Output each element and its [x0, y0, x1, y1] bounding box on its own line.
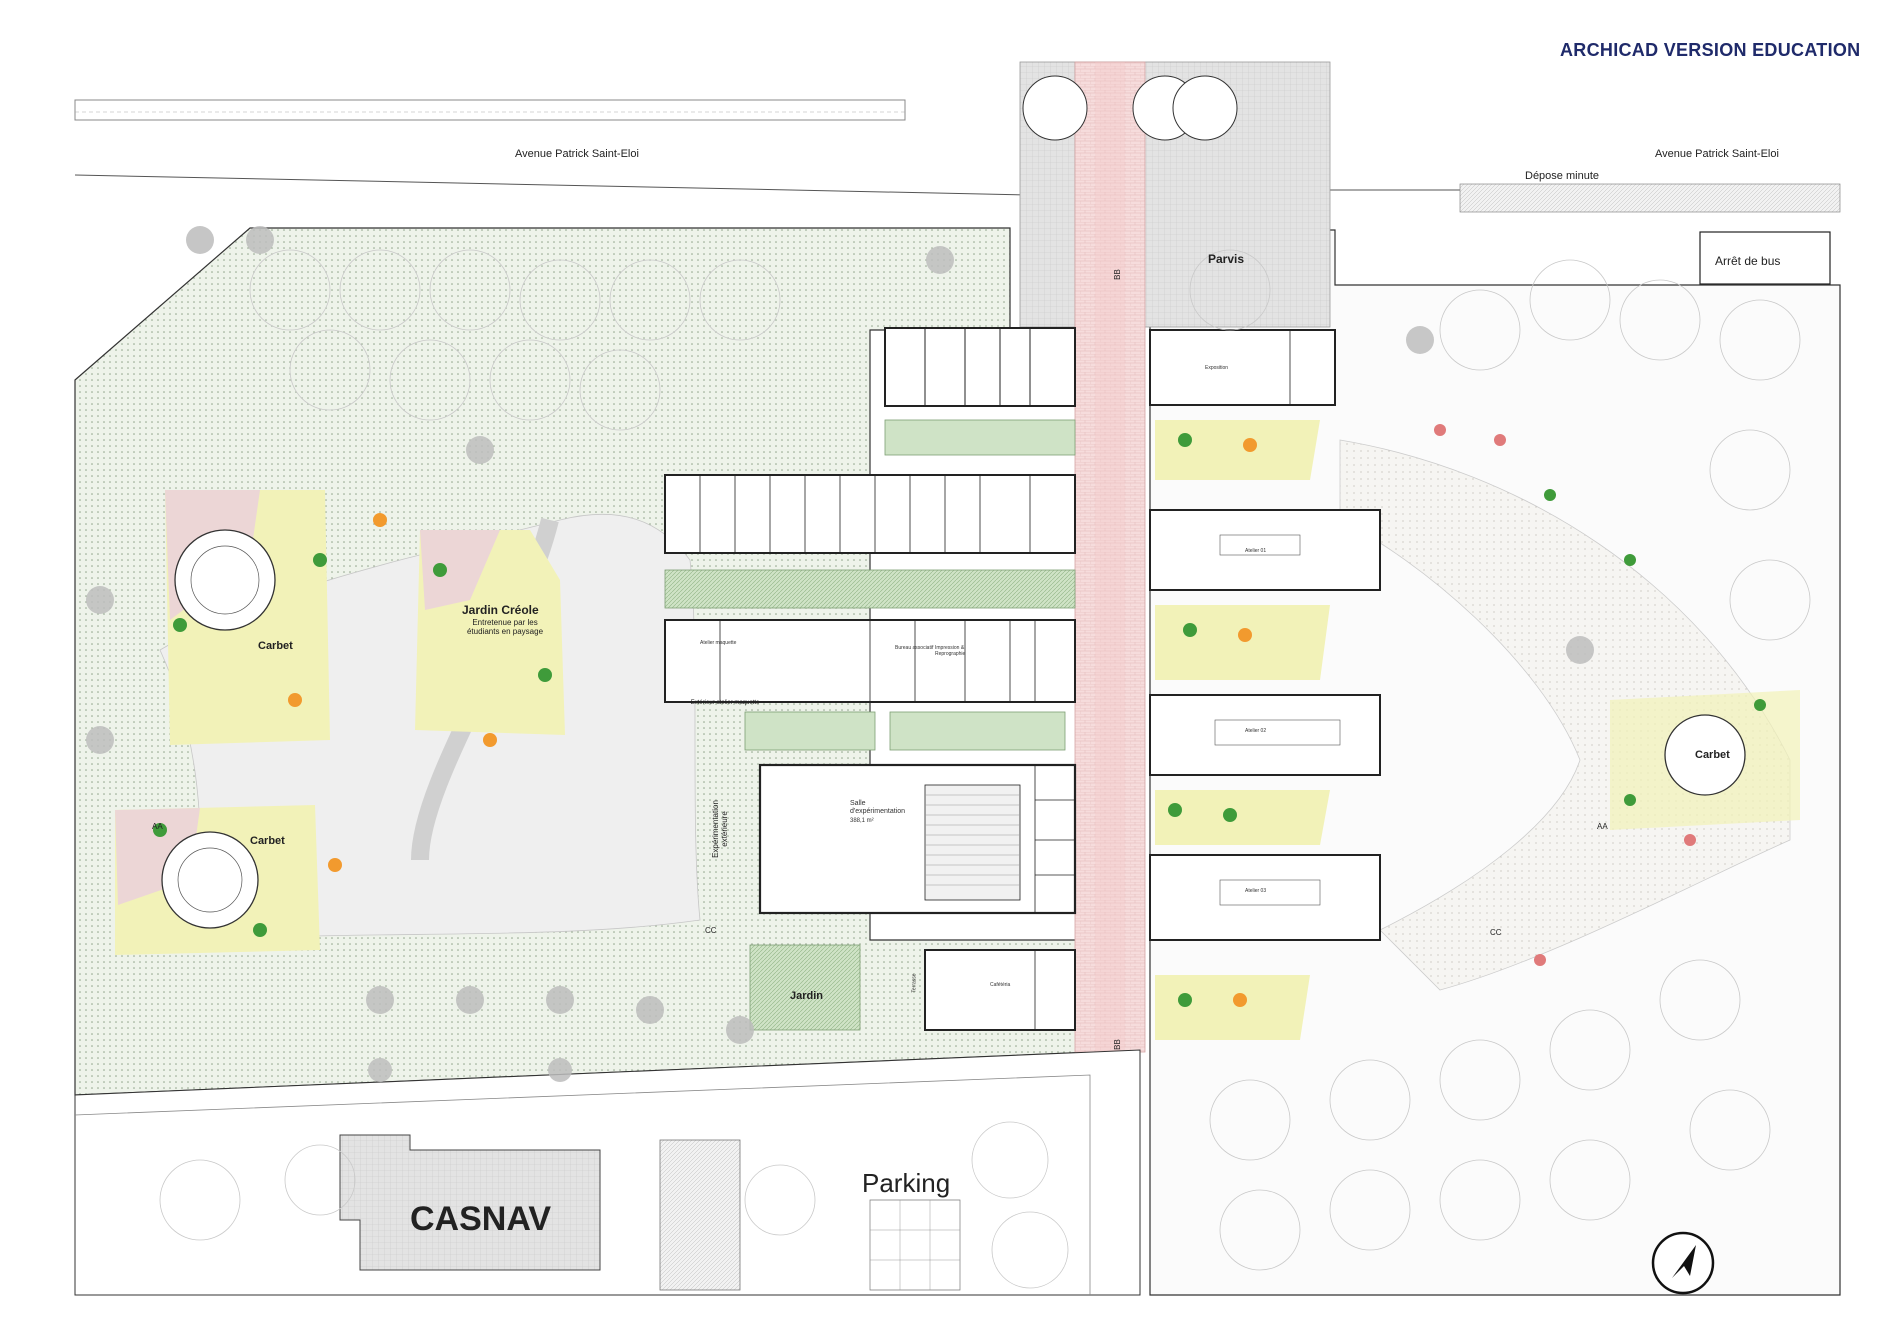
- right-landscape: [1149, 229, 1841, 1296]
- bottom-parcel: [74, 1049, 1141, 1296]
- jardin-label: Jardin: [790, 990, 824, 1002]
- section-aa-right: AA: [1597, 822, 1608, 831]
- section-cc-left: CC: [705, 926, 717, 935]
- atelier-maquette-ext-label: Extérieur atelier maquette: [690, 700, 760, 706]
- terrasse-label: Terrasse: [911, 973, 918, 993]
- section-bb-top: BB: [1112, 269, 1122, 280]
- section-cc-right: CC: [1490, 928, 1502, 937]
- plantings: [153, 424, 1766, 1007]
- carbet-label-1: Carbet: [258, 640, 293, 652]
- atelier-maquette-label: Atelier maquette: [700, 640, 737, 646]
- salle-exp-area: 388,1 m²: [850, 818, 874, 824]
- palm-trees: [86, 226, 1594, 1082]
- carbet-garden-1: [165, 490, 330, 745]
- road-label-left: Avenue Patrick Saint-Eloi: [515, 148, 639, 160]
- bus-stop-label: Arrêt de bus: [1715, 254, 1781, 268]
- atelier-03-label: Atelier 03: [1245, 888, 1267, 894]
- depose-minute-label: Dépose minute: [1525, 170, 1599, 182]
- carbet-label-3: Carbet: [1695, 749, 1730, 761]
- impression-label: Impression & Reprographie: [935, 645, 966, 657]
- exhibition-block: [1149, 329, 1336, 406]
- watermark: ARCHICAD VERSION EDUCATION: [1560, 40, 1861, 60]
- cafeteria-label: Cafétéria: [990, 982, 1011, 988]
- jardin-creole-note: Entretenue par les étudiants en paysage: [466, 618, 544, 636]
- experimentation-ext-label: Expérimentation extérieure: [711, 800, 729, 858]
- carbet-garden-2: [115, 805, 320, 955]
- jardin-creole-garden: [415, 530, 565, 735]
- jardin-creole-label: Jardin Créole: [462, 603, 539, 617]
- admin-block: [884, 327, 1076, 456]
- atelier-01-label: Atelier 01: [1245, 548, 1267, 554]
- atelier-02-label: Atelier 02: [1245, 728, 1267, 734]
- section-bb-bottom: BB: [1112, 1039, 1122, 1050]
- atelier-blocks: [1149, 509, 1381, 941]
- exposition-label: Exposition: [1205, 365, 1229, 371]
- road-label-right: Avenue Patrick Saint-Eloi: [1655, 148, 1779, 160]
- casnav-label: CASNAV: [410, 1200, 552, 1238]
- street: [74, 99, 1841, 285]
- cafeteria-block: [749, 944, 1076, 1031]
- experimentation-hall: [758, 763, 1077, 915]
- office-wing: [664, 474, 1076, 751]
- tree-canopies: [159, 249, 1811, 1289]
- atelier-gardens: [1155, 420, 1330, 1040]
- carbet-label-2: Carbet: [250, 835, 285, 847]
- salle-exp-label: Salle d'expérimentation: [850, 800, 906, 815]
- parvis: [1019, 61, 1331, 1053]
- bureau-associatif-label: Bureau associatif: [895, 645, 934, 651]
- parking-label: Parking: [862, 1168, 951, 1198]
- section-aa-left: AA: [152, 822, 163, 831]
- parvis-label: Parvis: [1208, 252, 1245, 266]
- north-arrow-icon: [1651, 1231, 1715, 1295]
